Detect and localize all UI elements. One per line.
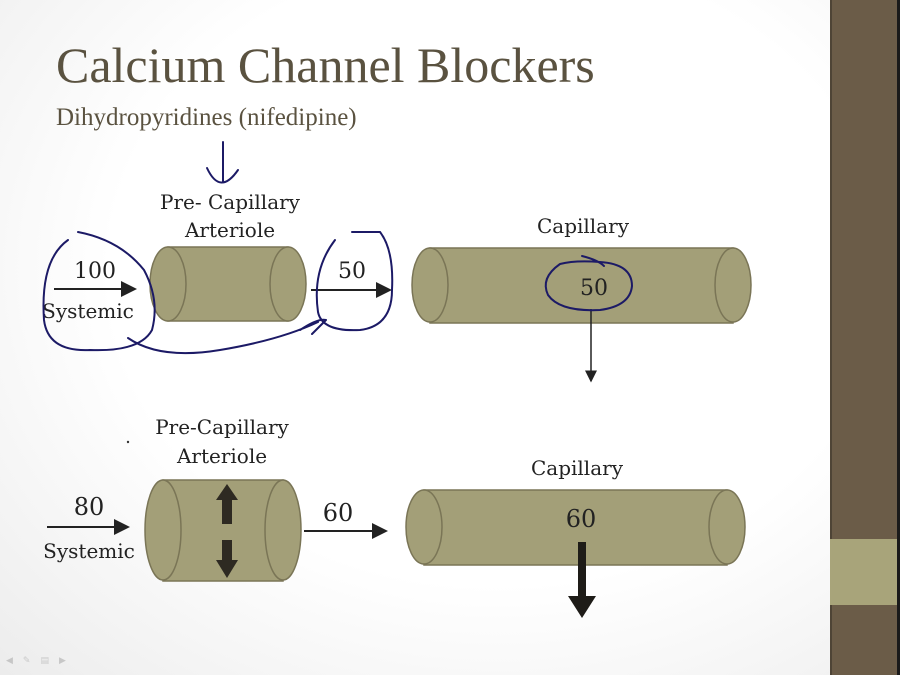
- top-systemic-value: 100: [74, 259, 116, 284]
- top-systemic-label: Systemic: [42, 299, 134, 323]
- top-capillary-label: Capillary: [537, 214, 630, 238]
- slide-sidebar-band: [830, 0, 900, 675]
- slide-title: Calcium Channel Blockers: [56, 37, 595, 93]
- top-post-arteriole-value: 50: [338, 259, 366, 284]
- top-arteriole-label-2: Arteriole: [184, 218, 275, 242]
- blood-pressure-diagram: Pre- Capillary Arteriole 100 Systemic 50…: [42, 141, 752, 618]
- bottom-capillary-value: 60: [566, 505, 597, 533]
- bottom-arteriole-label-2: Arteriole: [176, 444, 267, 468]
- bottom-systemic-value: 80: [74, 493, 105, 521]
- bottom-row: Pre-Capillary Arteriole 80 Systemic 60 C…: [43, 415, 746, 618]
- bottom-capillary-label: Capillary: [531, 456, 624, 480]
- bottom-post-arteriole-value: 60: [323, 499, 354, 527]
- stray-dot: [126, 440, 130, 444]
- slide: Calcium Channel Blockers Dihydropyridine…: [0, 0, 830, 675]
- top-row: Pre- Capillary Arteriole 100 Systemic 50…: [42, 141, 752, 383]
- constrict-down-arrow-icon: [216, 540, 238, 578]
- pen-icon[interactable]: ✎: [22, 656, 31, 666]
- bottom-capillary-down-arrow-icon: [568, 542, 596, 618]
- slideshow-controls: ◀ ✎ ▤ ▶: [6, 656, 66, 666]
- bottom-systemic-label: Systemic: [43, 539, 135, 563]
- menu-icon[interactable]: ▤: [40, 656, 49, 666]
- slide-subtitle: Dihydropyridines (nifedipine): [56, 104, 357, 131]
- prev-icon[interactable]: ◀: [6, 656, 13, 666]
- constrict-up-arrow-icon: [216, 484, 238, 524]
- next-icon[interactable]: ▶: [58, 656, 66, 666]
- sidebar-edge: [830, 0, 832, 675]
- ink-circle-systemic: [42, 231, 156, 352]
- ink-annotations: [42, 141, 634, 355]
- ink-down-arrow-icon: [206, 141, 239, 184]
- ink-circle-capillary-50: [544, 255, 634, 312]
- ink-connector: [127, 318, 327, 355]
- ink-circle-50: [315, 231, 394, 332]
- bottom-arteriole-label-1: Pre-Capillary: [155, 415, 289, 439]
- top-arteriole-label-1: Pre- Capillary: [160, 190, 301, 214]
- sidebar-right-border: [897, 0, 900, 675]
- bottom-capillary-vessel: [405, 489, 746, 566]
- sidebar-accent-block: [830, 539, 897, 605]
- top-arteriole-vessel: [149, 246, 307, 322]
- top-capillary-value: 50: [580, 276, 608, 301]
